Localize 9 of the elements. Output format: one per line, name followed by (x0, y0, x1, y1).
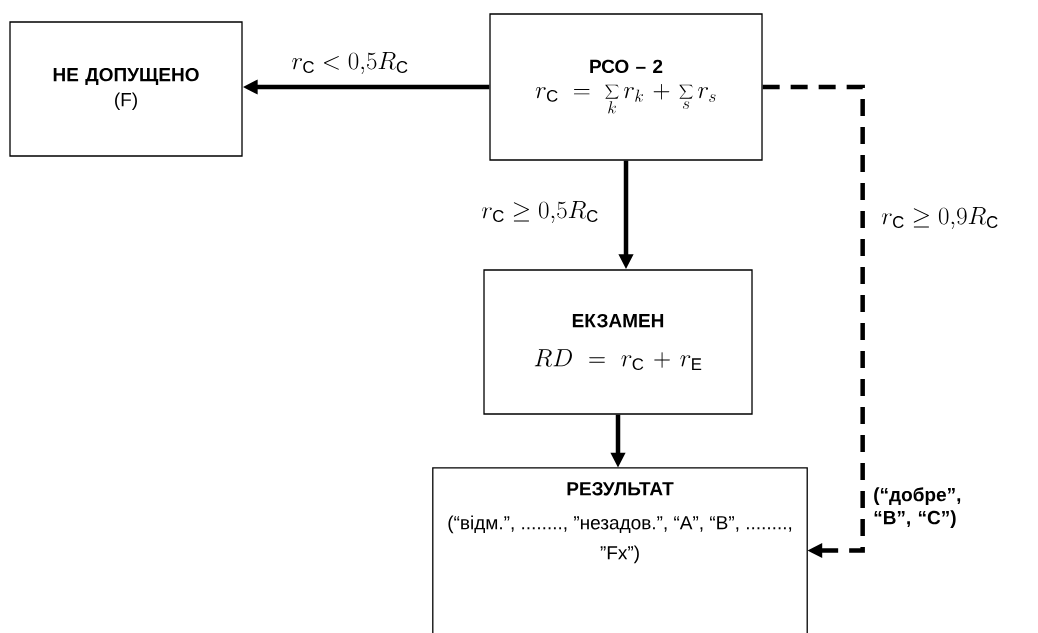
edge-label: $r_{\mathrm{C}}\geq 0{,}9R_{\mathrm{C}}$ (880, 206, 1000, 230)
arrow (762, 84, 865, 559)
edge-label: $r_{\mathrm{C}}<0{,}5R_{\mathrm{C}}$ (290, 51, 410, 75)
process-box: ЕКЗАМЕН $RD=r_{\mathrm{C}}+r_{\mathrm{E}}$ (483, 269, 753, 415)
edge-label: $r_{\mathrm{C}}\geq 0{,}5R_{\mathrm{C}}$ (480, 200, 600, 224)
result-box: РЕЗУЛЬТАТ (“відм.”, ........, ”незадов.”, “A”, “B”, ........, ”Fx”) (432, 467, 808, 633)
note-label: (“добре”, “B”, “C”) (874, 487, 961, 529)
process-box: РСО – 2 $r_{\mathrm{C}}=\sum_{k} r_{k}+\sum_{s} r_{s}$ (489, 13, 763, 161)
process-box: НЕ ДОПУЩЕНО (F) (9, 21, 243, 157)
